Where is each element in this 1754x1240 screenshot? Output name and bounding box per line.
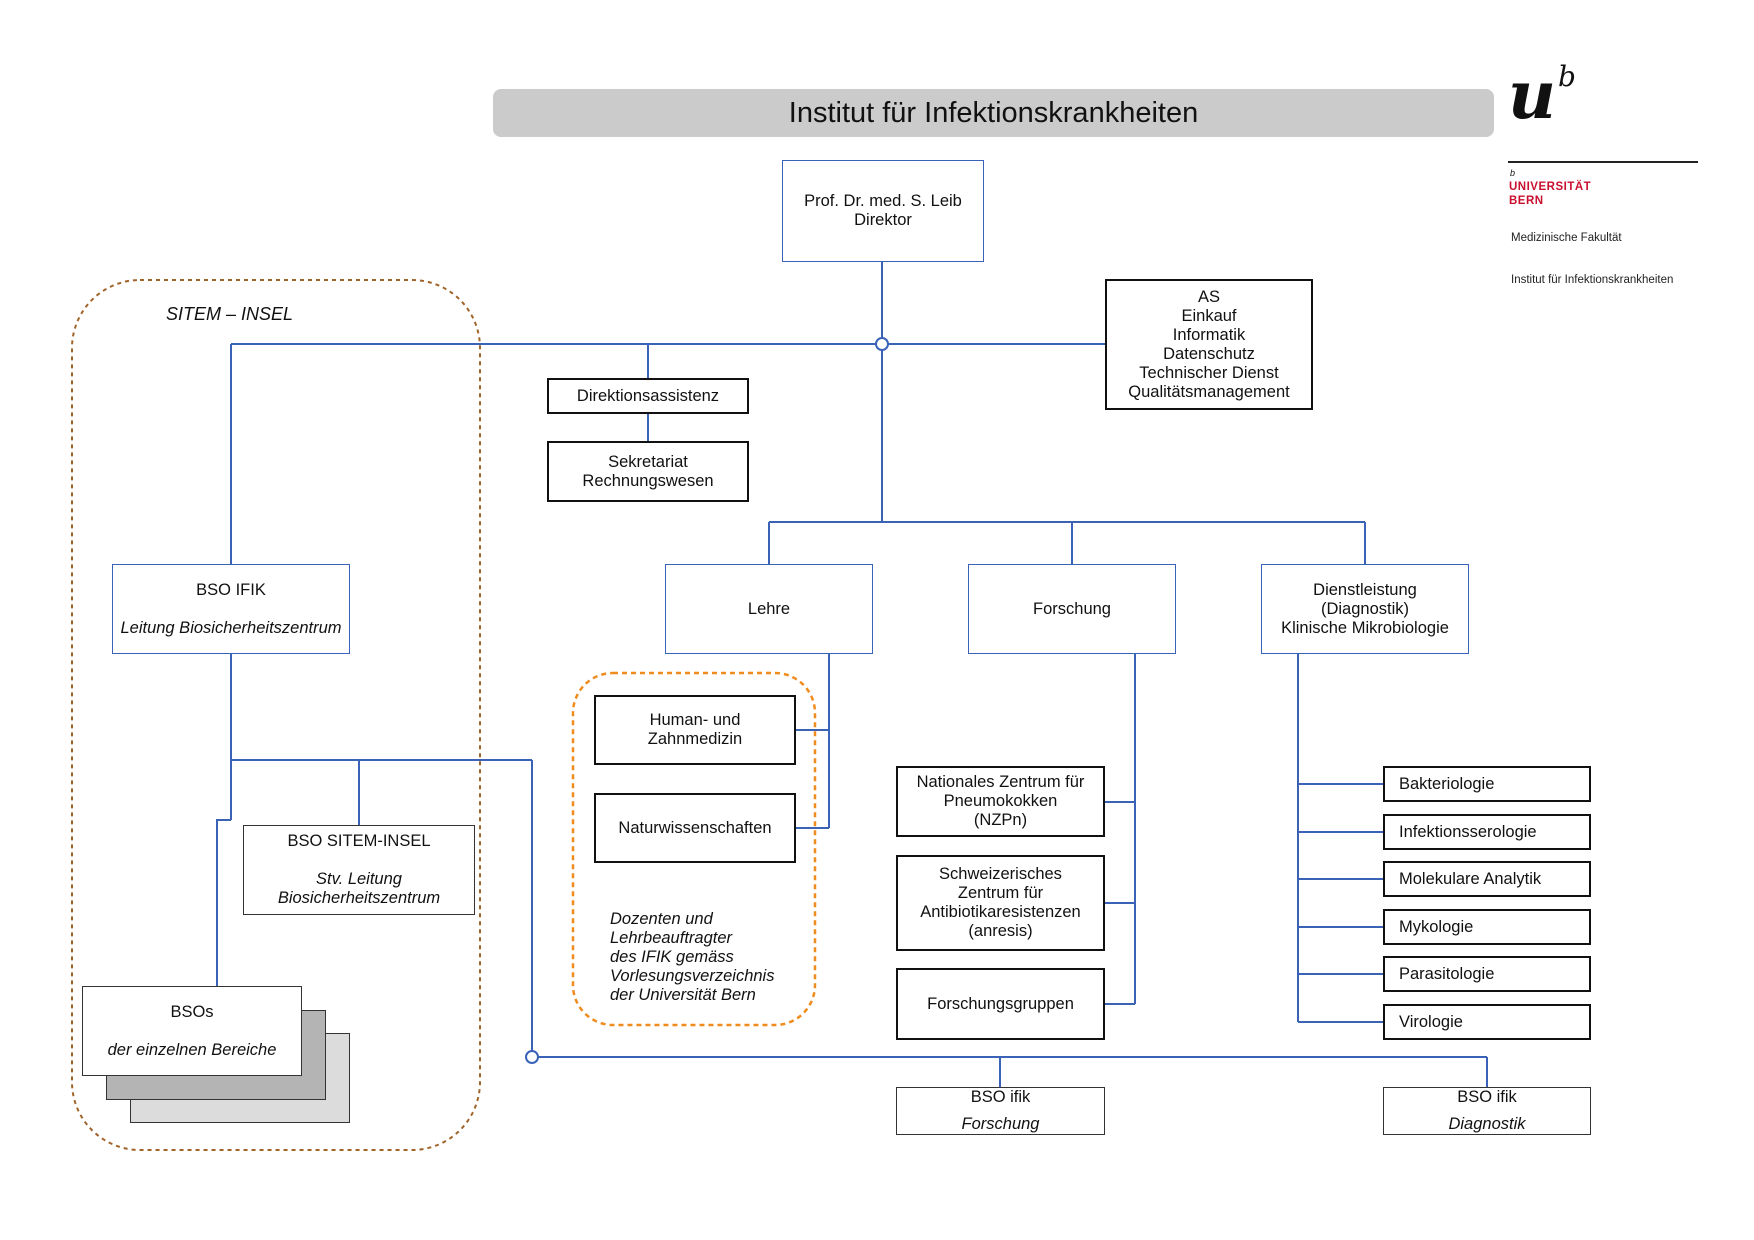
bso-diagnostik-box: BSO ifik Diagnostik [1383, 1087, 1591, 1135]
bso-forschung-title: BSO ifik [970, 1088, 1031, 1106]
sekretariat-box: Sekretariat Rechnungswesen [547, 441, 749, 502]
lehre-note-line: Lehrbeauftragter [610, 929, 733, 947]
dienstleistung-label-line1: Dienstleistung [1313, 580, 1417, 599]
dienstleistung-label-line3: Klinische Mikrobiologie [1281, 618, 1449, 637]
university-logo-mark: u [1508, 56, 1556, 134]
university-logo-superscript: b [1558, 60, 1576, 93]
diagnostik-unit-label: Mykologie [1399, 917, 1474, 936]
bso-forschung-subtitle: Forschung [961, 1115, 1040, 1133]
bso-sitem-subtitle-line1: Stv. Leitung [316, 870, 402, 888]
staff-function-item: AS [1197, 287, 1220, 306]
nzpn-label-line: Nationales Zentrum für [916, 773, 1085, 791]
human-label-line1: Human- und [649, 711, 741, 729]
staff-functions-box: AS Einkauf Informatik Datenschutz Techni… [1105, 279, 1313, 410]
diagnostik-unit-label: Parasitologie [1399, 964, 1495, 983]
lehre-note-line: der Universität Bern [610, 986, 756, 1004]
nzpn-label-line: Pneumokokken [943, 792, 1058, 810]
forschung-box: Forschung [968, 564, 1176, 654]
anresis-label-line: Zentrum für [957, 884, 1044, 902]
lehre-note-line: Vorlesungsverzeichnis [610, 967, 775, 985]
dienstleistung-box: Dienstleistung (Diagnostik) Klinische Mi… [1261, 564, 1469, 654]
bso-sitem-subtitle-line2: Biosicherheitszentrum [277, 889, 441, 907]
human-label-line2: Zahnmedizin [647, 730, 743, 748]
naturwissenschaften-label: Naturwissenschaften [618, 818, 772, 837]
diagnostik-unit-virologie: Virologie [1383, 1004, 1591, 1040]
direktionsassistenz-box: Direktionsassistenz [547, 378, 749, 414]
lehre-note-line: Dozenten und [610, 910, 713, 928]
sitem-insel-label: SITEM – INSEL [166, 304, 294, 324]
diagnostik-unit-label: Bakteriologie [1399, 774, 1495, 793]
diagnostik-unit-infektionsserologie: Infektionsserologie [1383, 814, 1591, 850]
diagnostik-unit-bakteriologie: Bakteriologie [1383, 766, 1591, 802]
anresis-label-line: Antibiotikaresistenzen [920, 903, 1081, 921]
forschungsgruppen-label: Forschungsgruppen [927, 994, 1074, 1013]
lehre-label: Lehre [747, 599, 791, 618]
naturwissenschaften-box: Naturwissenschaften [594, 793, 796, 863]
bso-ifik-subtitle: Leitung Biosicherheitszentrum [120, 618, 342, 637]
dienstleistung-label-line2: (Diagnostik) [1320, 599, 1410, 618]
page-title: Institut für Infektionskrankheiten [493, 89, 1494, 137]
human-zahnmedizin-box: Human- und Zahnmedizin [594, 695, 796, 765]
university-name-line1: UNIVERSITÄT [1509, 181, 1592, 193]
forschungsgruppen-box: Forschungsgruppen [896, 968, 1105, 1040]
nzpn-box: Nationales Zentrum für Pneumokokken (NZP… [896, 766, 1105, 837]
university-name: UNIVERSITÄT BERN [1509, 180, 1591, 208]
sekretariat-label: Sekretariat [608, 452, 688, 471]
forschung-label: Forschung [1033, 599, 1111, 618]
direktionsassistenz-label: Direktionsassistenz [576, 386, 720, 405]
diagnostik-unit-label: Infektionsserologie [1399, 822, 1537, 841]
bso-forschung-box: BSO ifik Forschung [896, 1087, 1105, 1135]
diagnostik-unit-label: Virologie [1399, 1012, 1463, 1031]
rechnungswesen-label: Rechnungswesen [582, 471, 714, 490]
bso-sitem-title: BSO SITEM-INSEL [287, 832, 431, 850]
director-role: Direktor [854, 211, 912, 229]
diagnostik-unit-mykologie: Mykologie [1383, 909, 1591, 945]
bsos-box: BSOs der einzelnen Bereiche [82, 986, 302, 1076]
director-box: Prof. Dr. med. S. Leib Direktor [782, 160, 984, 262]
bso-diagnostik-title: BSO ifik [1457, 1088, 1517, 1106]
staff-function-item: Technischer Dienst [1139, 363, 1279, 382]
staff-function-item: Informatik [1172, 325, 1246, 344]
bsos-subtitle: der einzelnen Bereiche [107, 1040, 277, 1059]
lehre-box: Lehre [665, 564, 873, 654]
bso-sitem-insel-box: BSO SITEM-INSEL Stv. Leitung Biosicherhe… [243, 825, 475, 915]
director-name: Prof. Dr. med. S. Leib [804, 192, 962, 210]
logo-divider [1508, 161, 1698, 163]
diagnostik-unit-molekulare-analytik: Molekulare Analytik [1383, 861, 1591, 897]
logo-small-b: b [1510, 168, 1516, 178]
bso-ifik-box: BSO IFIK Leitung Biosicherheitszentrum [112, 564, 350, 654]
lehre-note-line: des IFIK gemäss [610, 948, 734, 966]
anresis-box: Schweizerisches Zentrum für Antibiotikar… [896, 855, 1105, 951]
bso-diagnostik-subtitle: Diagnostik [1448, 1115, 1526, 1133]
staff-function-item: Datenschutz [1163, 344, 1255, 363]
institute-label: Institut für Infektionskrankheiten [1511, 274, 1674, 286]
staff-function-item: Einkauf [1181, 306, 1237, 325]
nzpn-label-line: (NZPn) [973, 811, 1028, 829]
anresis-label-line: (anresis) [968, 922, 1033, 940]
bso-ifik-title: BSO IFIK [196, 580, 266, 599]
university-name-line2: BERN [1509, 195, 1544, 207]
faculty-label: Medizinische Fakultät [1511, 232, 1622, 244]
bsos-title: BSOs [170, 1002, 214, 1021]
anresis-label-line: Schweizerisches [939, 865, 1062, 883]
lehre-note: Dozenten und Lehrbeauftragter des IFIK g… [610, 910, 774, 1005]
diagnostik-unit-label: Molekulare Analytik [1399, 869, 1542, 888]
diagnostik-unit-parasitologie: Parasitologie [1383, 956, 1591, 992]
staff-function-item: Qualitätsmanagement [1128, 382, 1290, 401]
